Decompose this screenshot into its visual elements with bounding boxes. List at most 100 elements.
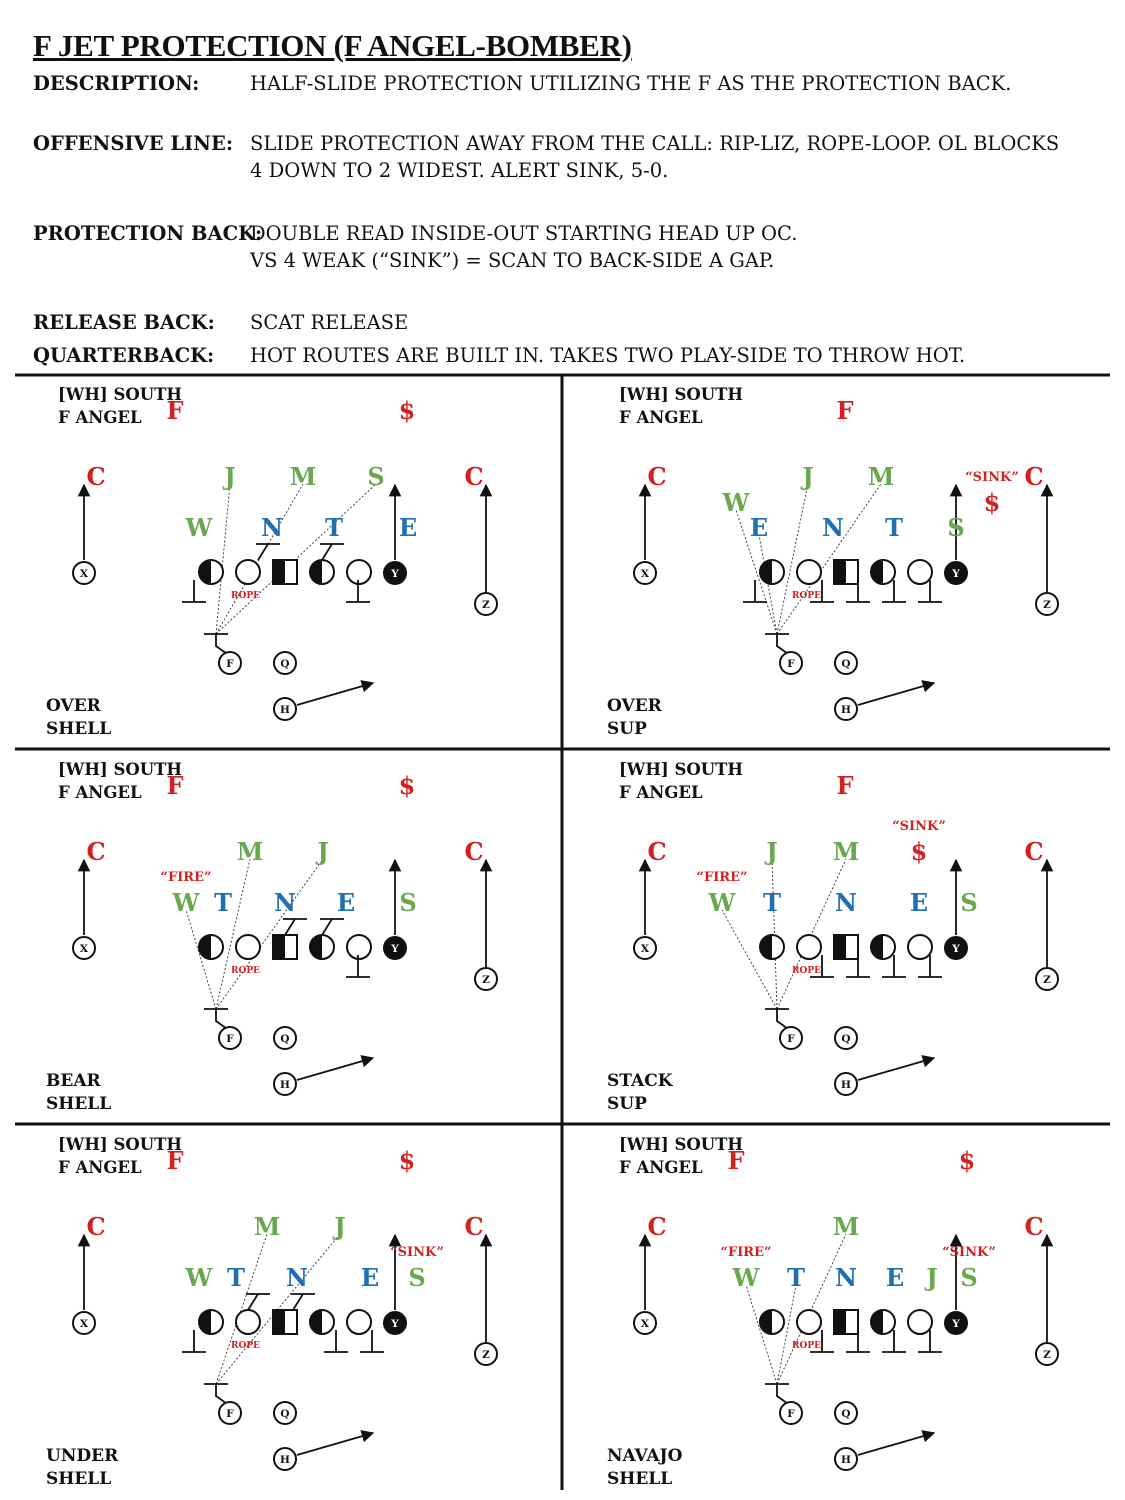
block-mark: [882, 955, 906, 978]
player-x: X: [72, 561, 96, 585]
player-f: F: [779, 1026, 803, 1050]
rope-label: ROPE: [792, 591, 821, 601]
player-circle: [218, 651, 242, 675]
lineman-circle: [796, 934, 822, 960]
defender-label: N: [835, 888, 857, 917]
call-label: F ANGEL: [58, 408, 142, 427]
block-mark: [256, 543, 280, 561]
block-mark: [918, 955, 942, 978]
defender-label: C: [647, 462, 666, 491]
defender-label: M: [868, 462, 895, 491]
h-route: [296, 680, 375, 706]
player-circle: [273, 1072, 297, 1096]
player-circle: [273, 1401, 297, 1425]
defender-label: $: [399, 1146, 416, 1175]
defender-label: C: [647, 1212, 666, 1241]
block-mark: [882, 580, 906, 603]
lineman-half-fill: [310, 935, 322, 959]
player-label: X: [641, 1318, 650, 1330]
call-tag: “FIRE”: [697, 870, 748, 885]
player-label: Q: [841, 1408, 850, 1420]
player-label: Y: [390, 568, 399, 580]
player-label: X: [641, 943, 650, 955]
call-tag: “FIRE”: [721, 1245, 772, 1260]
defender-label: S: [399, 888, 416, 917]
player-x: X: [633, 561, 657, 585]
player-label: F: [787, 658, 795, 670]
player-circle: [633, 1311, 657, 1335]
player-circle: [218, 1026, 242, 1050]
player-label: X: [80, 943, 89, 955]
read-line: [758, 534, 778, 635]
lineman-half-fill: [871, 1310, 883, 1334]
defender-label: W: [185, 513, 214, 542]
player-x: X: [633, 936, 657, 960]
defender-label: F: [166, 771, 183, 800]
lineman-circle: [346, 559, 372, 585]
player-h: H: [273, 697, 297, 721]
lineman-half-fill: [310, 560, 322, 584]
rope-label: ROPE: [231, 1341, 260, 1351]
defender-label: J: [315, 837, 328, 866]
call-tag: “FIRE”: [161, 870, 212, 885]
player-q: Q: [273, 651, 297, 675]
player-z: Z: [1035, 1342, 1059, 1366]
player-circle: [834, 1026, 858, 1050]
player-circle: [383, 936, 407, 960]
center-box-fill: [273, 560, 285, 584]
player-f: F: [779, 651, 803, 675]
player-label: H: [280, 704, 290, 716]
player-z: Z: [474, 592, 498, 616]
player-circle: [273, 1447, 297, 1471]
h-route: [857, 680, 936, 706]
player-circle: [633, 936, 657, 960]
read-line: [215, 483, 304, 635]
info-row-value: SCAT RELEASE: [250, 309, 408, 336]
call-label: F ANGEL: [619, 408, 703, 427]
player-q: Q: [273, 1401, 297, 1425]
defender-label: S: [367, 462, 384, 491]
player-h: H: [273, 1072, 297, 1096]
player-circle: [273, 651, 297, 675]
block-mark: [320, 543, 344, 561]
read-line: [776, 483, 882, 635]
defender-label: J: [764, 837, 777, 866]
player-label: H: [841, 1454, 851, 1466]
player-label: H: [841, 704, 851, 716]
block-mark: [810, 955, 834, 978]
lineman-half-fill: [760, 1310, 772, 1334]
front-label: NAVAJO: [607, 1446, 683, 1466]
player-f: F: [779, 1401, 803, 1425]
defender-label: T: [214, 888, 232, 917]
block-mark: [846, 1330, 870, 1353]
block-mark: [846, 580, 870, 603]
read-line: [215, 858, 251, 1010]
player-circle: [72, 936, 96, 960]
player-q: Q: [834, 651, 858, 675]
defender-label: E: [886, 1263, 904, 1292]
defender-label: $: [399, 771, 416, 800]
lineman-half-fill: [310, 1310, 322, 1334]
player-label: Z: [482, 1349, 490, 1361]
panel-grid-lines: [15, 373, 1110, 1490]
defender-label: $: [911, 837, 928, 866]
defender-label: C: [86, 462, 105, 491]
player-circle: [383, 1311, 407, 1335]
defender-label: E: [910, 888, 928, 917]
defender-label: W: [732, 1263, 761, 1292]
player-circle: [779, 1026, 803, 1050]
block-mark: [182, 1330, 206, 1353]
defender-label: S: [960, 888, 977, 917]
read-line: [215, 858, 324, 1010]
player-y: Y: [944, 561, 968, 585]
rope-label: ROPE: [231, 966, 260, 976]
defender-label: S: [947, 513, 964, 542]
player-label: Y: [951, 1318, 960, 1330]
player-y: Y: [383, 936, 407, 960]
defender-label: M: [290, 462, 317, 491]
player-label: Q: [280, 1033, 289, 1045]
rope-label: ROPE: [231, 591, 260, 601]
defender-label: E: [750, 513, 768, 542]
